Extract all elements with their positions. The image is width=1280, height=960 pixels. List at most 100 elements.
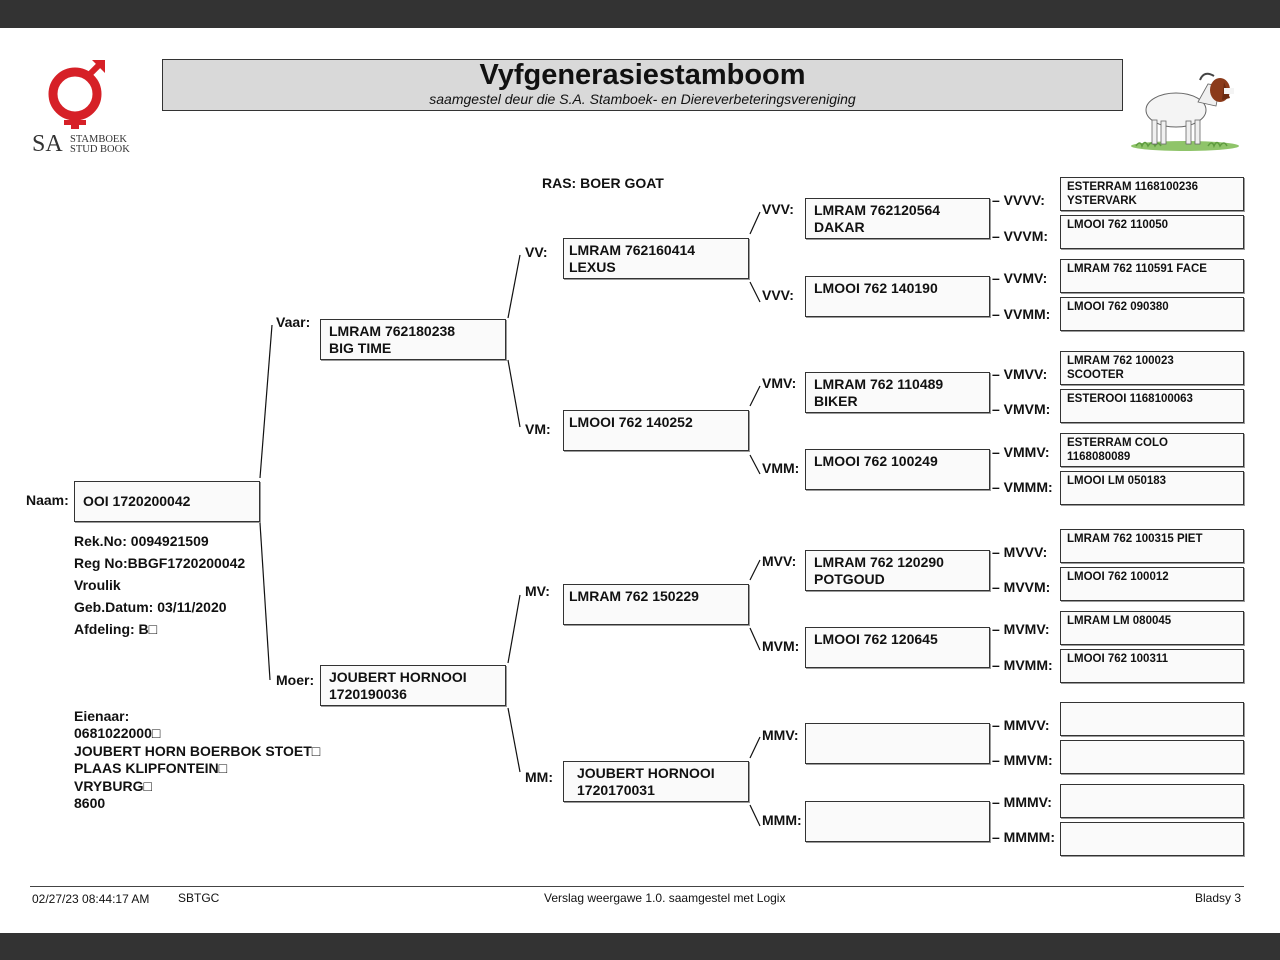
owner-line: 0681022000□ xyxy=(74,725,161,742)
mvvv-label: – MVVV: xyxy=(992,544,1048,560)
vm-label: VM: xyxy=(525,421,551,437)
vmmm-label: – VMMM: xyxy=(992,479,1053,495)
sire-box: LMRAM 762180238 BIG TIME xyxy=(320,319,506,360)
vv-name: LMRAM 762160414 LEXUS xyxy=(569,242,696,275)
vmmm-box: LMOOI LM 050183 xyxy=(1060,471,1244,505)
dam-name: JOUBERT HORNOOI 1720190036 xyxy=(329,669,467,702)
dam-box: JOUBERT HORNOOI 1720190036 xyxy=(320,665,506,706)
mmmm-label: – MMMM: xyxy=(992,829,1055,845)
vv-box: LMRAM 762160414 LEXUS xyxy=(563,238,749,279)
sire-label: Vaar: xyxy=(276,314,311,330)
mvvv-box: LMRAM 762 100315 PIET xyxy=(1060,529,1244,563)
mvmm-label: – MVMM: xyxy=(992,657,1053,673)
vmvm-name: ESTEROOI 1168100063 xyxy=(1067,393,1193,405)
owner-label: Eienaar: xyxy=(74,708,130,724)
vvvv-label: – VVVV: xyxy=(992,192,1045,208)
vmv-label: VMV: xyxy=(762,375,797,391)
subject-animal-name: OOI 1720200042 xyxy=(83,493,191,509)
footer-page: Bladsy 3 xyxy=(1195,891,1242,905)
mv-label: MV: xyxy=(525,583,550,599)
vmvv-name: LMRAM 762 100023 SCOOTER xyxy=(1067,355,1174,381)
reg-no: Reg No:BBGF1720200042 xyxy=(74,555,246,571)
mvmv-box: LMRAM LM 080045 xyxy=(1060,611,1244,645)
footer-datetime: 02/27/23 08:44:17 AM xyxy=(32,892,150,906)
mmvv-label: – MMVV: xyxy=(992,717,1050,733)
mvm-box: LMOOI 762 120645 xyxy=(805,627,990,668)
vmmv-box: ESTERRAM COLO 1168080089 xyxy=(1060,433,1244,467)
vmv-name: LMRAM 762 110489 BIKER xyxy=(814,376,944,409)
vvmm-name: LMOOI 762 090380 xyxy=(1067,301,1169,313)
mmm-label: MMM: xyxy=(762,812,802,828)
owner-line: PLAAS KLIPFONTEIN□ xyxy=(74,760,228,777)
vmvm-label: – VMVM: xyxy=(992,401,1051,417)
mmmv-label: – MMMV: xyxy=(992,794,1052,810)
mvm-label: MVM: xyxy=(762,638,800,654)
vv-label: VV: xyxy=(525,244,548,260)
owner-line: VRYBURG□ xyxy=(74,777,152,794)
mv-name: LMRAM 762 150229 xyxy=(569,588,699,604)
mvvm-box: LMOOI 762 100012 xyxy=(1060,567,1244,601)
vmvv-label: – VMVV: xyxy=(992,366,1048,382)
mmvv-box xyxy=(1060,702,1244,736)
mvmm-name: LMOOI 762 100311 xyxy=(1067,653,1169,665)
vvm-box: LMOOI 762 140190 xyxy=(805,276,990,317)
vvmv-name: LMRAM 762 110591 FACE xyxy=(1067,263,1207,275)
mm-name: JOUBERT HORNOOI 1720170031 xyxy=(577,765,715,798)
logo-sa-text: SA xyxy=(32,131,63,157)
top-bar xyxy=(0,0,1280,28)
mvv-box: LMRAM 762 120290 POTGOUD xyxy=(805,550,990,591)
footer-code: SBTGC xyxy=(178,891,220,905)
mvmv-label: – MVMV: xyxy=(992,621,1050,637)
section: Afdeling: B□ xyxy=(74,621,158,637)
vm-name: LMOOI 762 140252 xyxy=(569,414,693,430)
page-title: Vyfgenerasiestamboom xyxy=(479,59,806,91)
logo-wordmark: STAMBOEK STUD BOOK xyxy=(70,134,130,155)
boer-goat-illustration xyxy=(1131,72,1239,151)
vvmv-box: LMRAM 762 110591 FACE xyxy=(1060,259,1244,293)
vmv-box: LMRAM 762 110489 BIKER xyxy=(805,372,990,413)
sex: Vroulik xyxy=(74,577,121,593)
sire-name: LMRAM 762180238 BIG TIME xyxy=(329,323,456,356)
vvm-name: LMOOI 762 140190 xyxy=(814,280,938,296)
mmm-box xyxy=(805,801,990,842)
page-subtitle: saamgestel deur die S.A. Stamboek- en Di… xyxy=(429,91,856,107)
vmvm-box: ESTEROOI 1168100063 xyxy=(1060,389,1244,423)
birth-date: Geb.Datum: 03/11/2020 xyxy=(74,599,227,615)
logo-symbol-icon xyxy=(48,60,105,129)
mm-label: MM: xyxy=(525,769,553,785)
mmv-box xyxy=(805,723,990,764)
vvv-label: VVV: xyxy=(762,201,794,217)
vm-box: LMOOI 762 140252 xyxy=(563,410,749,451)
mvm-name: LMOOI 762 120645 xyxy=(814,631,938,647)
mvmm-box: LMOOI 762 100311 xyxy=(1060,649,1244,683)
mv-box: LMRAM 762 150229 xyxy=(563,584,749,625)
vmmv-label: – VMMV: xyxy=(992,444,1050,460)
owner-line: JOUBERT HORN BOERBOK STOET□ xyxy=(74,742,321,759)
vmvv-box: LMRAM 762 100023 SCOOTER xyxy=(1060,351,1244,385)
mvvm-name: LMOOI 762 100012 xyxy=(1067,571,1169,583)
vvvm-label: – VVVM: xyxy=(992,228,1049,244)
mmvm-label: – MMVM: xyxy=(992,752,1053,768)
mvmv-name: LMRAM LM 080045 xyxy=(1067,615,1172,627)
vmm-label: VMM: xyxy=(762,460,800,476)
mvvv-name: LMRAM 762 100315 PIET xyxy=(1067,533,1203,545)
owner-line: 8600 xyxy=(74,795,106,812)
logo-line-2: STUD BOOK xyxy=(70,144,130,155)
owner-block: Eienaar: 0681022000□ JOUBERT HORN BOERBO… xyxy=(74,708,320,812)
vvmv-label: – VVMV: xyxy=(992,270,1048,286)
vvm-label: VVV: xyxy=(762,287,794,303)
subject-animal-box: OOI 1720200042 xyxy=(74,481,260,522)
vmm-box: LMOOI 762 100249 xyxy=(805,449,990,490)
title-box: Vyfgenerasiestamboom saamgestel deur die… xyxy=(162,59,1123,111)
mm-box: JOUBERT HORNOOI 1720170031 xyxy=(563,761,749,802)
footer-report: Verslag weergawe 1.0. saamgestel met Log… xyxy=(544,891,786,905)
mvv-name: LMRAM 762 120290 POTGOUD xyxy=(814,554,944,587)
mvv-label: MVV: xyxy=(762,553,797,569)
vvvm-name: LMOOI 762 110050 xyxy=(1067,219,1169,231)
footer-divider xyxy=(30,886,1244,887)
vvmm-box: LMOOI 762 090380 xyxy=(1060,297,1244,331)
vvmm-label: – VVMM: xyxy=(992,306,1051,322)
breed-label: RAS: BOER GOAT xyxy=(542,175,664,191)
vvvv-box: ESTERRAM 1168100236 YSTERVARK xyxy=(1060,177,1244,211)
